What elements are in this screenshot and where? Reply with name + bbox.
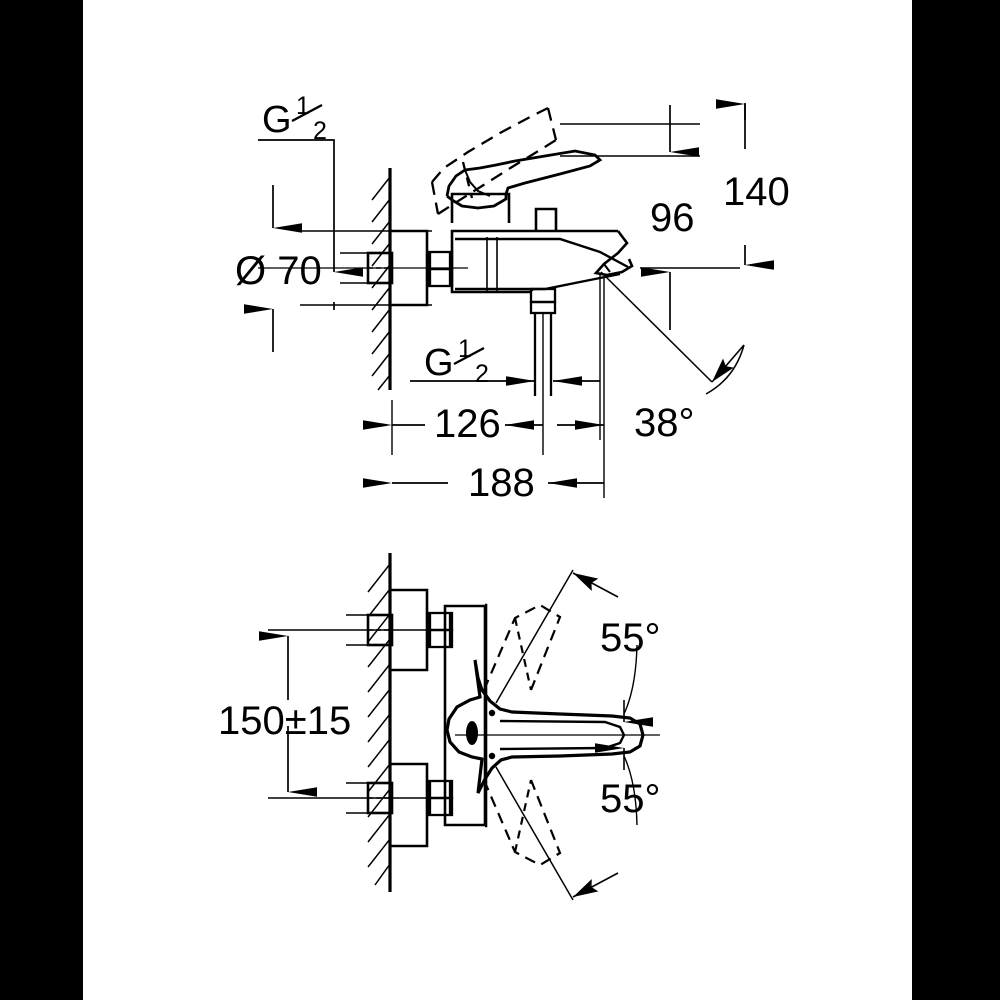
dim-spout-angle-38 <box>599 271 745 440</box>
lever-handle-raised-phantom <box>430 106 558 215</box>
dim-lever-swing-upper <box>495 569 653 727</box>
label-126: 126 <box>434 402 501 446</box>
spout-nose-top <box>593 230 634 277</box>
drawing-sheet <box>83 0 912 1000</box>
front-elevation-view <box>259 553 660 901</box>
coupling-nut-top <box>426 250 454 288</box>
label-150-pm-15: 150±15 <box>218 699 351 743</box>
dim-lever-swing-lower <box>495 743 638 901</box>
outlet-thread-denominator: 2 <box>475 360 489 388</box>
label-outlet-thread: G 1 2 <box>424 335 489 388</box>
label-140: 140 <box>723 170 790 214</box>
lever-handle-front <box>445 659 645 794</box>
wall-flange-lower <box>390 762 429 848</box>
label-38-deg: 38° <box>634 401 695 445</box>
lever-handle-front-phantom-up <box>482 603 562 691</box>
dim-mounting-centres <box>259 629 452 799</box>
label-flange-diameter: Ø 70 <box>235 249 322 293</box>
inlet-thread-prefix: G <box>262 99 292 141</box>
wall-section-bottom <box>367 553 392 892</box>
dim-flange-diameter <box>244 185 468 352</box>
spout-barrel-top <box>455 237 629 291</box>
side-elevation-view <box>244 99 774 498</box>
label-188: 188 <box>468 461 535 505</box>
dim-lever-height-96 <box>560 105 740 330</box>
lever-handle-front-phantom-down <box>482 779 562 867</box>
wall-section-top <box>371 168 392 391</box>
lever-handle-closed <box>445 149 603 210</box>
label-inlet-thread: G 1 2 <box>262 92 327 145</box>
label-55-deg-lower: 55° <box>600 777 661 821</box>
label-55-deg-upper: 55° <box>600 616 661 660</box>
dim-126 <box>363 278 605 498</box>
outlet-thread-prefix: G <box>424 342 454 384</box>
label-96: 96 <box>650 196 695 240</box>
dim-inlet-thread-leader <box>258 139 363 277</box>
inlet-thread-denominator: 2 <box>313 117 327 145</box>
mixer-body-cap-front <box>484 603 488 828</box>
mixer-body-top <box>450 192 618 294</box>
